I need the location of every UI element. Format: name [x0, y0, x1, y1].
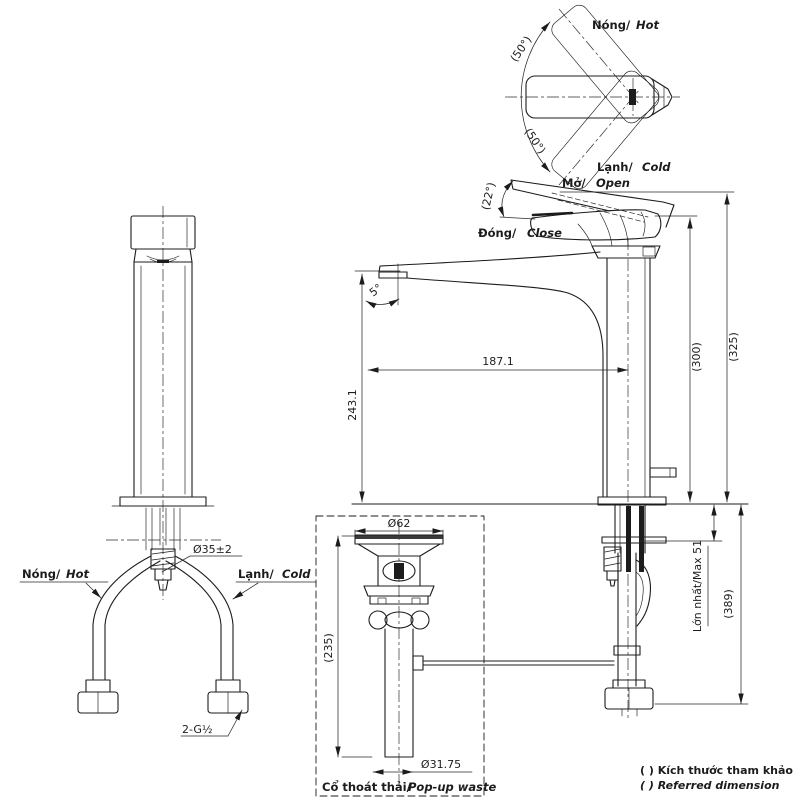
topview-cold-label-en: Cold — [642, 160, 671, 174]
front-cold-label-vi: Lạnh/ — [238, 567, 274, 581]
popup-dimensions: Ø62 (235) Ø31.75 — [322, 517, 473, 775]
popup-horizontal-rod — [422, 660, 615, 666]
mounting-washer — [601, 536, 667, 544]
popup-plug — [354, 534, 615, 758]
front-view-annotations: Nóng/ Hot Lạnh/ Cold Ø35±2 2-G½ — [19, 543, 317, 737]
handle-pivot-mark — [629, 89, 636, 105]
front-hot-label-en: Hot — [66, 567, 90, 581]
legend-line-en: ( ) Referred dimension — [640, 779, 780, 792]
front-hot-label-vi: Nóng/ — [22, 567, 61, 581]
dim-popup-tail: Ø31.75 — [421, 758, 461, 771]
dim-spout-reach: 187.1 — [482, 355, 514, 368]
popup-detail-box — [315, 515, 485, 797]
dim-height-300: (300) — [690, 342, 703, 372]
lever-angle-label: (22°) — [479, 181, 498, 211]
legend-line-vi: ( ) Kích thước tham khảo — [640, 764, 793, 777]
topview-hot-label-vi: Nóng/ — [592, 18, 631, 32]
popup-label-en: Pop-up waste — [408, 780, 496, 794]
close-label-en: Close — [527, 226, 562, 240]
popup-rod-joint — [412, 655, 424, 671]
dim-popup-top: Ø62 — [388, 517, 411, 530]
topview-hot-label-en: Hot — [636, 18, 660, 32]
thread-label: 2-G½ — [182, 723, 213, 736]
open-label-vi: Mở/ — [562, 176, 586, 190]
legend: ( ) Kích thước tham khảo ( ) Referred di… — [640, 764, 793, 792]
base-flange-side — [597, 496, 667, 506]
lever-angle-arc — [497, 180, 514, 218]
side-view-faucet: (22°) Mở/ Open Đóng/ Close — [346, 176, 749, 720]
dim-below-deck: (389) — [722, 589, 735, 619]
popup-label-vi: Cổ thoát thải/ — [322, 779, 412, 794]
supply-pipe-2 — [639, 506, 644, 572]
spout-tilt-annotation: 5° — [365, 263, 400, 309]
dim-deck-max: Lớn nhất/Max 51 — [691, 540, 704, 632]
spout-top-edge — [378, 251, 601, 273]
handle-open-position — [510, 179, 675, 228]
body-tip-top — [651, 78, 673, 116]
hose-collar-right — [215, 679, 241, 693]
top-view-handle-swing: (50°) (50°) Nóng/ Hot Lạnh/ Cold — [505, 4, 680, 190]
popup-lift-rod-knob — [649, 467, 677, 478]
side-view-dimensions: 243.1 187.1 (300) (325) Lớn nhất/Max 51 … — [346, 191, 749, 705]
handle-closed-position — [530, 209, 662, 241]
swing-angle-lower: (50°) — [522, 126, 548, 157]
handle-top-center — [525, 75, 655, 119]
column-front — [133, 261, 193, 498]
open-label-en: Open — [596, 176, 630, 190]
supply-hoses — [77, 555, 249, 714]
front-cold-label-en: Cold — [282, 567, 311, 581]
dim-hole-diameter: Ø35±2 — [193, 543, 232, 556]
spout-tilt-label: 5° — [367, 281, 385, 299]
popup-waste-detail: Ø62 (235) Ø31.75 Cổ thoát thải/ Pop-up w… — [315, 515, 615, 797]
spout-outlet — [378, 271, 408, 279]
popup-tube — [384, 628, 414, 758]
front-shanks — [106, 507, 221, 591]
topview-cold-label-vi: Lạnh/ — [597, 160, 633, 174]
dim-popup-length: (235) — [322, 633, 335, 663]
dim-height-325: (325) — [727, 332, 740, 362]
body-and-spout — [378, 251, 677, 506]
swing-arc — [520, 21, 551, 173]
close-label-vi: Đóng/ — [478, 226, 517, 240]
cartridge-housing — [577, 212, 661, 259]
under-counter-assembly — [601, 504, 667, 717]
dim-spout-height: 243.1 — [346, 389, 359, 421]
swing-angle-upper: (50°) — [508, 34, 534, 65]
drain-tailpiece — [604, 552, 654, 717]
front-view-faucet: Nóng/ Hot Lạnh/ Cold Ø35±2 2-G½ — [19, 206, 317, 737]
spout-underside — [406, 277, 604, 498]
handle-top-rotated-cold — [551, 70, 660, 190]
supply-pipe-1 — [626, 506, 631, 572]
hose-collar-left — [85, 679, 111, 693]
